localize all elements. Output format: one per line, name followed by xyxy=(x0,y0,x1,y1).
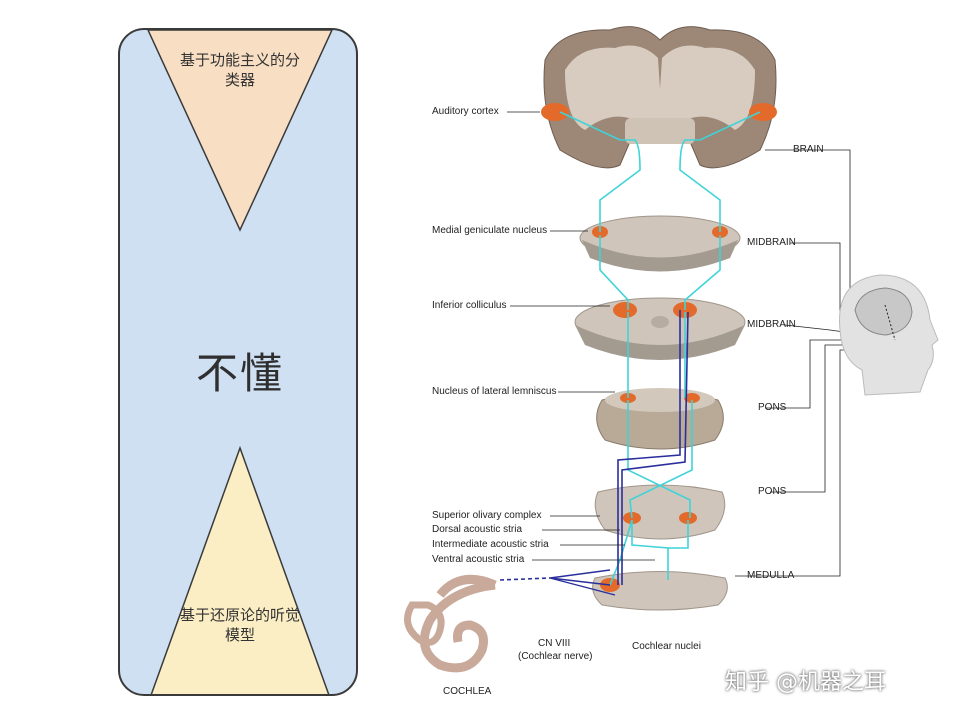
top-triangle-label: 基于功能主义的分类器 xyxy=(180,51,301,89)
label-medulla: MEDULLA xyxy=(747,570,795,581)
label-cochlear-nerve: (Cochlear nerve) xyxy=(518,651,593,662)
label-pons-2: PONS xyxy=(758,486,787,497)
label-intermediate-stria: Intermediate acoustic stria xyxy=(432,539,549,550)
center-label: 不懂 xyxy=(195,349,284,398)
label-ventral-stria: Ventral acoustic stria xyxy=(432,554,525,565)
label-midbrain-1: MIDBRAIN xyxy=(747,237,796,248)
head-icon xyxy=(839,274,939,396)
right-leader-lines xyxy=(735,149,866,577)
nerve-fan xyxy=(549,569,616,596)
label-auditory-cortex: Auditory cortex xyxy=(432,106,499,117)
midbrain-section-2 xyxy=(574,297,746,360)
pons-section-2 xyxy=(594,484,726,540)
panel-triangles xyxy=(147,30,333,694)
auditory-pathways xyxy=(559,111,761,586)
label-medial-geniculate: Medial geniculate nucleus xyxy=(432,225,548,236)
cochlea-illustration xyxy=(404,574,497,673)
top-triangle xyxy=(147,30,333,232)
bottom-triangle xyxy=(150,445,330,694)
pons-section-1 xyxy=(596,388,724,450)
auditory-pathway-diagram: Auditory cortex Medial geniculate nucleu… xyxy=(370,0,960,720)
label-midbrain-2: MIDBRAIN xyxy=(747,319,796,330)
dorsal-pathways xyxy=(617,310,689,585)
watermark: 知乎 @机器之耳 xyxy=(725,670,886,695)
label-cochlear-nuclei: Cochlear nuclei xyxy=(632,641,701,652)
midbrain-section-1 xyxy=(579,215,741,272)
left-leader-lines xyxy=(507,111,655,561)
label-brain: BRAIN xyxy=(793,144,824,155)
cochlear-nerve xyxy=(499,577,551,581)
label-lateral-lemniscus: Nucleus of lateral lemniscus xyxy=(432,386,557,397)
label-cn-viii: CN VIII xyxy=(538,638,571,649)
label-pons-1: PONS xyxy=(758,402,787,413)
comparison-panel: 基于功能主义的分类器 不懂 基于还原论的听觉模型 xyxy=(118,28,358,696)
label-inferior-colliculus: Inferior colliculus xyxy=(432,300,507,311)
label-superior-olivary: Superior olivary complex xyxy=(432,510,542,521)
brain-section xyxy=(541,26,777,169)
label-dorsal-stria: Dorsal acoustic stria xyxy=(432,524,523,535)
pathway-illustration xyxy=(404,26,939,673)
label-cochlea: COCHLEA xyxy=(443,686,492,697)
bottom-triangle-label: 基于还原论的听觉模型 xyxy=(180,606,301,644)
